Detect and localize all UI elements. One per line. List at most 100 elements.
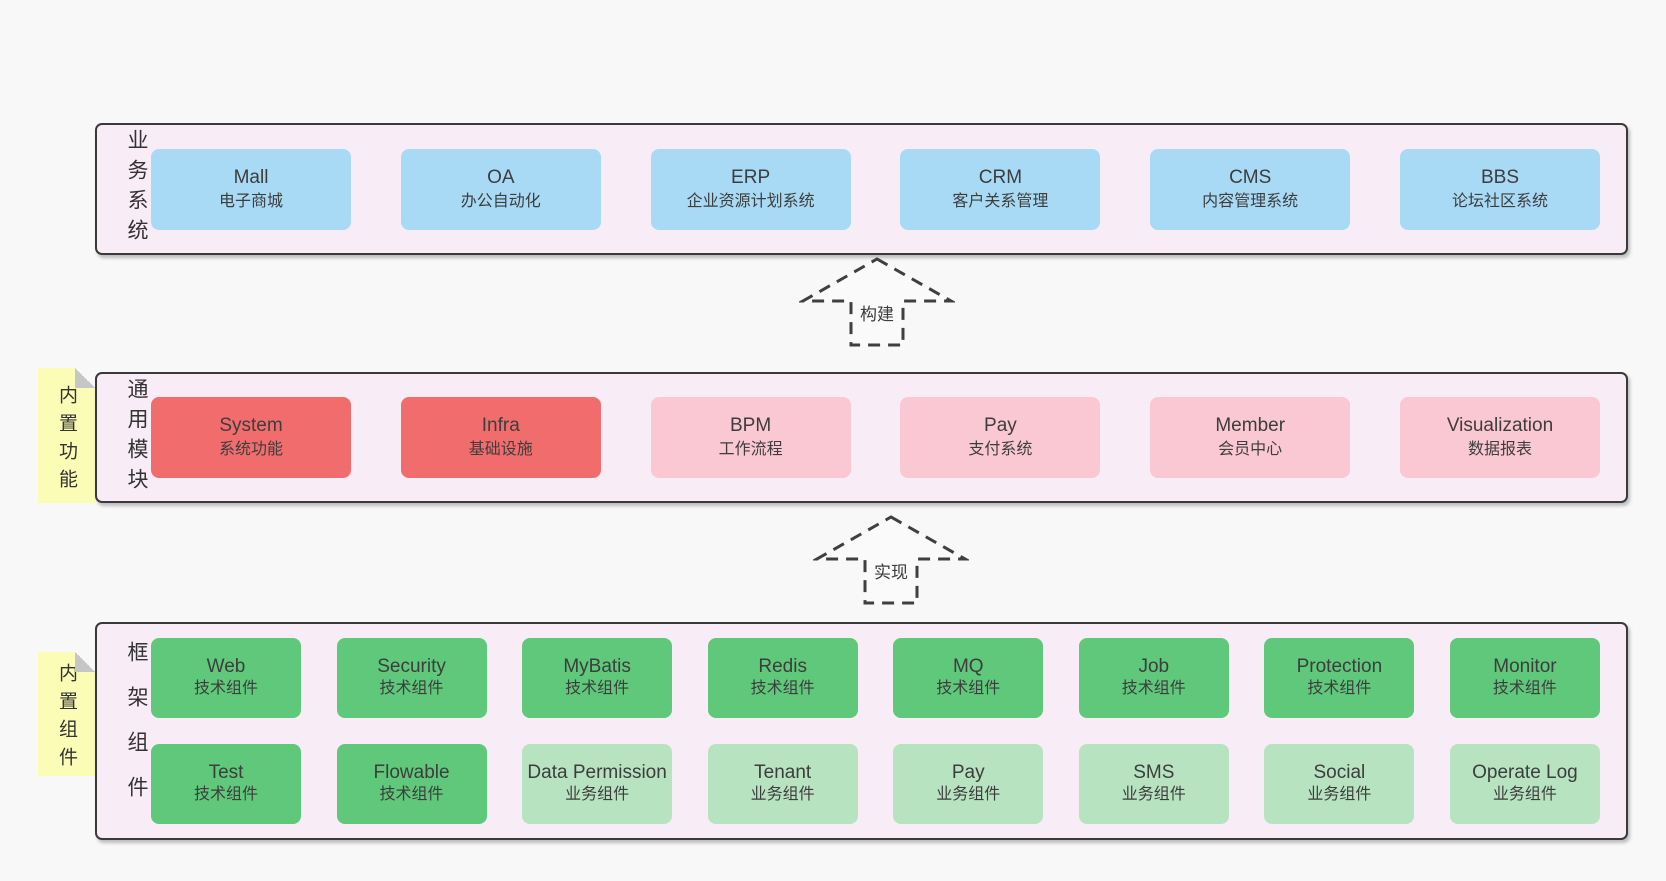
- framework-row-business: Test 技术组件 Flowable 技术组件 Data Permission …: [151, 744, 1600, 824]
- arrow-label-build: 构建: [858, 300, 896, 325]
- component-box-mybatis: MyBatis 技术组件: [522, 638, 673, 718]
- component-box-operate-log: Operate Log 业务组件: [1449, 744, 1600, 824]
- module-box-bbs: BBS 论坛社区系统: [1399, 148, 1600, 230]
- module-box-pay: Pay 支付系统: [900, 397, 1101, 478]
- component-box-pay: Pay 业务组件: [893, 744, 1044, 824]
- component-box-sms: SMS 业务组件: [1078, 744, 1229, 824]
- box-subtitle: 技术组件: [1492, 680, 1557, 698]
- box-subtitle: 工作流程: [718, 441, 783, 459]
- box-subtitle: 支付系统: [968, 441, 1033, 459]
- note-label: 内置功能: [56, 384, 77, 497]
- band-common-modules: 通用模块 System 系统功能 Infra 基础设施 BPM 工作流程 Pay…: [95, 372, 1628, 503]
- module-box-mall: Mall 电子商城: [151, 148, 351, 230]
- box-title: Protection: [1296, 656, 1383, 678]
- component-box-redis: Redis 技术组件: [707, 638, 858, 718]
- box-title: ERP: [731, 166, 771, 188]
- module-box-member: Member 会员中心: [1150, 397, 1351, 478]
- component-box-data-permission: Data Permission 业务组件: [522, 744, 673, 824]
- box-title: Social: [1313, 762, 1366, 784]
- component-box-protection: Protection 技术组件: [1264, 638, 1415, 718]
- implement-arrow: 实现: [813, 514, 969, 606]
- box-subtitle: 技术组件: [750, 680, 815, 698]
- box-title: SMS: [1133, 762, 1175, 784]
- band-label-common-modules: 通用模块: [125, 377, 148, 498]
- module-box-cms: CMS 内容管理系统: [1150, 148, 1351, 230]
- box-title: Tenant: [754, 762, 812, 784]
- box-subtitle: 业务组件: [936, 786, 1001, 804]
- box-title: OA: [487, 166, 515, 188]
- sticky-note-built-in-features: 内置功能: [38, 368, 95, 503]
- box-title: System: [219, 415, 283, 437]
- box-subtitle: 业务组件: [1121, 786, 1186, 804]
- component-box-flowable: Flowable 技术组件: [336, 744, 487, 824]
- box-subtitle: 系统功能: [218, 441, 283, 459]
- box-title: Flowable: [373, 762, 450, 784]
- sticky-note-built-in-components: 内置组件: [38, 652, 95, 776]
- box-title: Pay: [984, 415, 1017, 437]
- component-box-mq: MQ 技术组件: [893, 638, 1044, 718]
- band-business-systems: 业务系统 Mall 电子商城 OA 办公自动化 ERP 企业资源计划系统 CRM…: [95, 123, 1628, 255]
- box-title: BBS: [1480, 166, 1519, 188]
- arrow-label-implement: 实现: [872, 558, 910, 583]
- component-box-social: Social 业务组件: [1264, 744, 1415, 824]
- component-box-monitor: Monitor 技术组件: [1449, 638, 1600, 718]
- box-subtitle: 数据报表: [1467, 441, 1532, 459]
- box-title: Test: [208, 762, 244, 784]
- framework-box-rows: Web 技术组件 Security 技术组件 MyBatis 技术组件 Redi…: [151, 638, 1626, 824]
- component-box-test: Test 技术组件: [151, 744, 301, 824]
- box-title: Member: [1215, 415, 1286, 437]
- business-box-row: Mall 电子商城 OA 办公自动化 ERP 企业资源计划系统 CRM 客户关系…: [151, 148, 1626, 230]
- box-title: Redis: [758, 656, 807, 678]
- box-subtitle: 技术组件: [193, 786, 258, 804]
- band-label-business-systems: 业务系统: [125, 129, 148, 249]
- box-title: MQ: [952, 656, 984, 678]
- box-subtitle: 技术组件: [193, 680, 258, 698]
- box-title: Visualization: [1446, 415, 1554, 437]
- box-subtitle: 技术组件: [379, 680, 444, 698]
- build-arrow: 构建: [799, 256, 955, 348]
- box-subtitle: 技术组件: [379, 786, 444, 804]
- box-subtitle: 企业资源计划系统: [686, 192, 815, 210]
- note-fold-corner: [75, 652, 95, 672]
- box-title: Monitor: [1493, 656, 1557, 678]
- box-subtitle: 电子商城: [218, 192, 283, 210]
- box-title: Job: [1138, 656, 1170, 678]
- band-framework-components: 框架组件 Web 技术组件 Security 技术组件 MyBatis 技术组件…: [95, 622, 1628, 840]
- box-subtitle: 业务组件: [1492, 786, 1557, 804]
- box-title: Operate Log: [1472, 762, 1578, 784]
- box-title: BPM: [730, 415, 772, 437]
- box-subtitle: 内容管理系统: [1202, 192, 1299, 210]
- box-title: Infra: [481, 415, 520, 437]
- box-subtitle: 技术组件: [565, 680, 630, 698]
- component-box-job: Job 技术组件: [1078, 638, 1229, 718]
- box-title: Web: [206, 656, 246, 678]
- box-subtitle: 论坛社区系统: [1451, 192, 1548, 210]
- box-subtitle: 业务组件: [750, 786, 815, 804]
- module-box-crm: CRM 客户关系管理: [900, 148, 1101, 230]
- box-subtitle: 技术组件: [1307, 680, 1372, 698]
- note-fold-corner: [75, 368, 95, 388]
- band-label-framework-components: 框架组件: [125, 641, 148, 821]
- modules-box-row: System 系统功能 Infra 基础设施 BPM 工作流程 Pay 支付系统…: [151, 397, 1626, 478]
- box-title: Pay: [951, 762, 985, 784]
- module-box-visualization: Visualization 数据报表: [1399, 397, 1600, 478]
- box-title: CMS: [1229, 166, 1272, 188]
- component-box-security: Security 技术组件: [336, 638, 487, 718]
- box-subtitle: 基础设施: [468, 441, 533, 459]
- box-subtitle: 办公自动化: [460, 192, 541, 210]
- box-subtitle: 会员中心: [1218, 441, 1283, 459]
- box-subtitle: 业务组件: [565, 786, 630, 804]
- module-box-system: System 系统功能: [151, 397, 351, 478]
- box-title: CRM: [978, 166, 1023, 188]
- box-title: Security: [377, 656, 446, 678]
- box-title: Data Permission: [527, 762, 667, 784]
- box-subtitle: 技术组件: [936, 680, 1001, 698]
- box-subtitle: 客户关系管理: [952, 192, 1049, 210]
- box-title: MyBatis: [563, 656, 631, 678]
- module-box-bpm: BPM 工作流程: [650, 397, 851, 478]
- component-box-web: Web 技术组件: [151, 638, 301, 718]
- module-box-oa: OA 办公自动化: [400, 148, 601, 230]
- box-title: Mall: [233, 166, 269, 188]
- component-box-tenant: Tenant 业务组件: [707, 744, 858, 824]
- module-box-infra: Infra 基础设施: [400, 397, 601, 478]
